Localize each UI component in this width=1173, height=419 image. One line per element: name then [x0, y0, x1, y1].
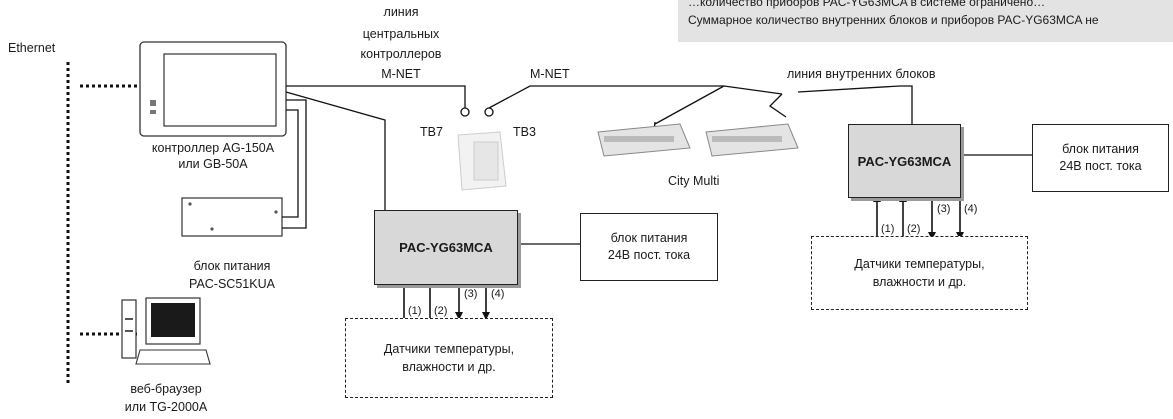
pac-left-power-2: 24В пост. тока: [607, 248, 691, 262]
controller-label-1: контроллер AG-150A: [151, 141, 275, 155]
pac-right-sensor-2: влажности и др.: [872, 275, 967, 289]
pac-left-port-1: (1): [408, 305, 422, 317]
pac-right-port-4: (4): [964, 203, 978, 215]
note-box: …количество приборов PAC-YG63MCA в систе…: [678, 0, 1173, 42]
pac-left-power-box: блок питания 24В пост. тока: [580, 213, 718, 281]
note-line-2: Суммарное количество внутренних блоков и…: [688, 13, 1099, 27]
indoor-unit-1: [597, 123, 691, 157]
pac-right-port-2: (2): [907, 223, 921, 235]
central-line-label-2: центральных: [362, 27, 440, 41]
pac-right-port-1: (1): [881, 223, 895, 235]
city-multi-label: City Multi: [668, 174, 720, 188]
pac-left-sensor-box: Датчики температуры, влажности и др.: [345, 318, 553, 398]
note-line-1: …количество приборов PAC-YG63MCA в систе…: [688, 0, 1046, 9]
psu-device: [181, 197, 283, 237]
pac-left-port-3: (3): [464, 288, 478, 300]
tb7-label: TB7: [420, 125, 443, 139]
pac-left-sensor-2: влажности и др.: [402, 360, 496, 374]
browser-label-1: веб-браузер: [130, 382, 202, 396]
pac-right-box: PAC-YG63MCA: [848, 124, 961, 198]
pac-right-power-2: 24В пост. тока: [1059, 159, 1142, 173]
pac-right-power-1: блок питания: [1062, 142, 1139, 156]
psu-label-1: блок питания: [193, 259, 271, 273]
pac-left-port-4: (4): [491, 288, 505, 300]
tb3-label: TB3: [513, 125, 536, 139]
controller-device: [139, 41, 287, 137]
pac-right-sensor-1: Датчики температуры,: [854, 257, 985, 271]
pac-left-name: PAC-YG63MCA: [399, 240, 493, 255]
pac-right-port-3: (3): [937, 203, 951, 215]
indoor-unit-2: [705, 123, 799, 157]
controller-label-2: или GB-50A: [178, 157, 248, 171]
mnet-right-label: M-NET: [530, 67, 570, 81]
pac-right-sensor-box: Датчики температуры, влажности и др.: [811, 236, 1028, 310]
pac-left-port-2: (2): [434, 305, 448, 317]
psu-label-2: PAC-SC51KUA: [189, 277, 275, 291]
pac-left-power-1: блок питания: [610, 231, 688, 245]
pac-left-sensor-1: Датчики температуры,: [383, 342, 515, 356]
pac-left-box: PAC-YG63MCA: [374, 210, 518, 285]
central-line-label-3: контроллеров: [360, 47, 442, 61]
ethernet-label: Ethernet: [8, 41, 56, 55]
pc-device: [121, 297, 211, 365]
indoor-line-label: линия внутренних блоков: [787, 67, 936, 81]
central-line-label-1: линия: [383, 5, 419, 19]
pac-right-power-box: блок питания 24В пост. тока: [1032, 124, 1169, 192]
browser-label-2: или TG-2000A: [124, 400, 208, 414]
outdoor-unit: [457, 131, 507, 191]
pac-right-name: PAC-YG63MCA: [857, 153, 952, 169]
mnet-left-label: M-NET: [381, 67, 421, 81]
